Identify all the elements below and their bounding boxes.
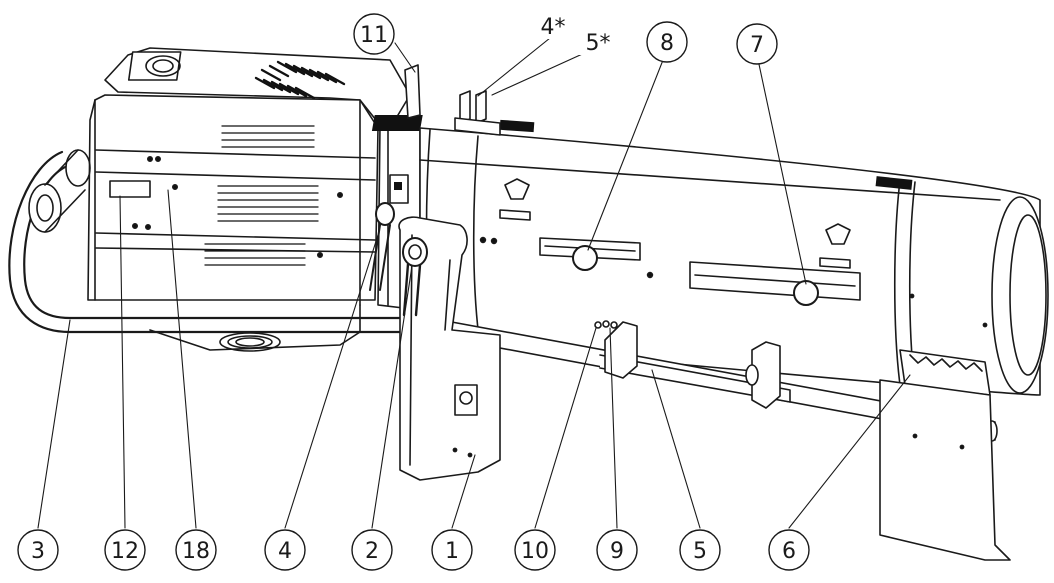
leader-lines: [37, 33, 911, 529]
callout-circle: [431, 529, 473, 571]
zoom-knob-8: [572, 245, 598, 271]
callout-circle: [646, 21, 688, 63]
lower-base: [149, 304, 361, 352]
callout-circle: [353, 13, 395, 55]
callout-label: 3: [31, 539, 45, 564]
callout-label: 11: [360, 23, 388, 48]
callout-label: 18: [182, 539, 210, 564]
lamp-housing: [87, 47, 411, 306]
callout-18: 18: [175, 529, 217, 571]
rear-handle: [8, 149, 432, 334]
callout-label: 8: [660, 31, 674, 56]
callout-circle: [175, 529, 217, 571]
callout-6: 6: [768, 529, 810, 571]
callout-label: 4: [278, 539, 292, 564]
zoom-knob-7: [793, 280, 819, 306]
callout-label: 10: [521, 539, 549, 564]
callout-circle: [679, 529, 721, 571]
callout-5s: 5*: [578, 25, 618, 56]
callout-4: 4: [264, 529, 306, 571]
display-panel: [109, 180, 151, 198]
callout-5: 5: [679, 529, 721, 571]
callout-label: 2: [365, 539, 379, 564]
callout-bg: [578, 25, 618, 55]
callout-circle: [264, 529, 306, 571]
callout-circle: [17, 529, 59, 571]
callout-8: 8: [646, 21, 688, 63]
callout-10: 10: [514, 529, 556, 571]
callout-circle: [351, 529, 393, 571]
callout-11: 11: [353, 13, 395, 55]
callout-label: 6: [782, 539, 796, 564]
callouts: 11 4* 5* 8 7 3 12 18 4 2 1 10 9 5 6: [17, 9, 810, 571]
side-rail: [429, 317, 1011, 561]
callout-circle: [596, 529, 638, 571]
callout-circle: [104, 529, 146, 571]
callout-4s: 4*: [533, 9, 573, 40]
tilt-lock: [369, 174, 409, 291]
callout-label: 5*: [586, 31, 611, 56]
callout-3: 3: [17, 529, 59, 571]
callout-2: 2: [351, 529, 393, 571]
yoke: [398, 216, 501, 481]
callout-circle: [514, 529, 556, 571]
side-vents: [204, 125, 319, 266]
callout-label: 12: [111, 539, 139, 564]
callout-7: 7: [736, 23, 778, 65]
callout-12: 12: [104, 529, 146, 571]
callout-label: 1: [445, 539, 459, 564]
callout-1: 1: [431, 529, 473, 571]
callout-9: 9: [596, 529, 638, 571]
top-controls: [404, 64, 501, 136]
top-vents: [254, 60, 346, 100]
callout-label: 5: [693, 539, 707, 564]
callout-bg: [533, 9, 573, 39]
callout-label: 4*: [541, 15, 566, 40]
callout-label: 7: [750, 33, 764, 58]
callout-label: 9: [610, 539, 624, 564]
callout-circle: [736, 23, 778, 65]
callout-circle: [768, 529, 810, 571]
